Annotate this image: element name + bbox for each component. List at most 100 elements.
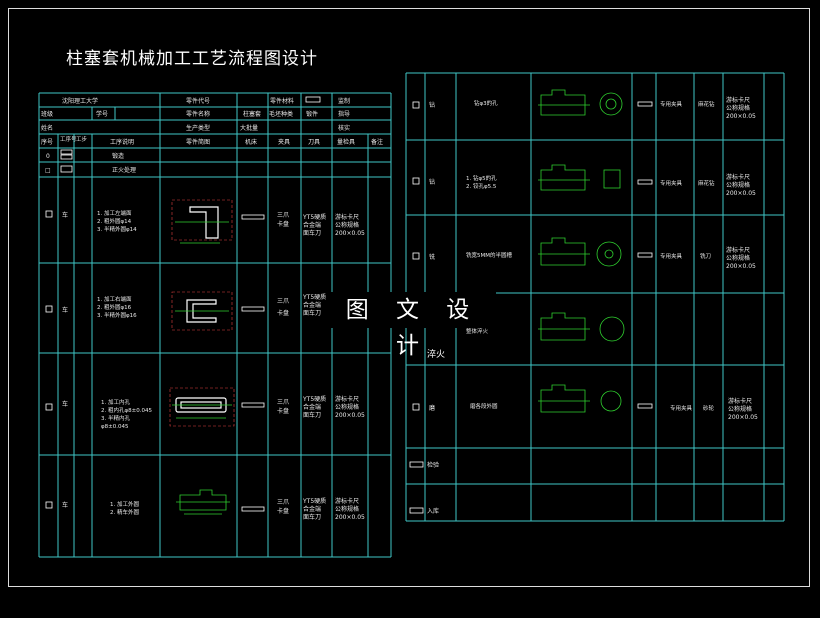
tool-text: YT5硬质 xyxy=(302,293,326,301)
simple-row-desc: 锻造 xyxy=(112,152,124,160)
row-checkbox xyxy=(409,507,424,514)
tool-text: 面车刀 xyxy=(303,513,321,521)
tool-text: 面车刀 xyxy=(303,229,321,237)
row-checkbox xyxy=(412,403,420,411)
right-fixture: 专用夹具 xyxy=(660,179,683,187)
right-row-desc: 钻φ3的孔 xyxy=(474,99,498,107)
fixture-text: 卡盘 xyxy=(277,309,289,317)
row-step: 3. 半精内孔 xyxy=(101,414,130,422)
right-tool: 麻花钻 xyxy=(698,100,715,108)
tool-text: YT5硬质 xyxy=(302,395,326,403)
right-row-proc: 钻 xyxy=(429,101,435,109)
row-checkbox xyxy=(412,177,420,185)
part-sketch xyxy=(171,199,233,244)
class-label: 班级 xyxy=(41,110,53,118)
gauge-text: 公称规格 xyxy=(335,403,359,411)
blank-type-label: 毛坯种类 xyxy=(269,110,293,118)
tool-text: YT5硬质 xyxy=(302,213,326,221)
row-step: 2. 粗内孔φ8±0.045 xyxy=(101,406,152,414)
tool-text: 合金端 xyxy=(303,505,321,513)
fixture-text: 卡盘 xyxy=(277,220,289,228)
right-gauge: 游标卡尺 xyxy=(728,397,752,405)
right-row-desc: 磨各段外圆 xyxy=(470,402,498,410)
right-gauge: 公称规格 xyxy=(726,254,750,262)
step-box xyxy=(60,154,73,160)
guide-label: 指导 xyxy=(338,110,350,118)
col-desc: 工序说明 xyxy=(110,138,134,146)
part-sketch xyxy=(538,164,621,191)
student-no-label: 学号 xyxy=(96,110,108,118)
right-tool: 麻花钻 xyxy=(698,179,715,187)
right-row-desc: 整体淬火 xyxy=(466,327,489,335)
col-tool: 刀具 xyxy=(308,139,320,146)
right-row-proc: 磨 xyxy=(429,404,435,412)
gauge-text: 公称规格 xyxy=(335,221,359,229)
part-sketch xyxy=(169,387,235,427)
right-gauge: 公称规格 xyxy=(726,181,750,189)
row-step: 2. 粗外圆φ16 xyxy=(97,303,132,311)
part-code-label: 零件代号 xyxy=(186,97,210,105)
right-row-proc: 入库 xyxy=(427,507,439,515)
name-label: 姓名 xyxy=(41,124,53,132)
right-tool: 砂轮 xyxy=(703,404,715,412)
row-proc: 车 xyxy=(62,211,68,219)
right-row-proc: 钻 xyxy=(429,178,435,186)
right-tool: 铣刀 xyxy=(700,252,711,260)
row-step: 1. 加工左端面 xyxy=(97,209,132,217)
review-label: 核实 xyxy=(338,124,350,132)
material-box xyxy=(305,96,321,103)
right-gauge: 200×0.05 xyxy=(726,263,756,270)
col-no: 序号 xyxy=(41,138,53,146)
row-proc: 车 xyxy=(62,306,68,314)
machine-box xyxy=(241,306,265,312)
tool-text: 合金端 xyxy=(303,403,321,411)
machine-box xyxy=(637,252,653,258)
right-gauge: 200×0.05 xyxy=(728,414,758,421)
col-sketch: 零件简图 xyxy=(186,138,210,146)
row-step: 2. 粗外圆φ14 xyxy=(97,217,132,225)
tool-text: 合金端 xyxy=(303,221,321,229)
gauge-text: 200×0.05 xyxy=(335,412,365,419)
row-step: 2. 精车外圆 xyxy=(110,508,139,516)
part-sketch xyxy=(538,237,622,267)
fixture-text: 卡盘 xyxy=(277,507,289,515)
watermark-overlay: 图 文 设 计 xyxy=(329,292,496,359)
blank-type-value: 锻件 xyxy=(306,110,318,118)
machine-box xyxy=(637,179,653,185)
production-type-label: 生产类型 xyxy=(186,124,210,132)
right-table-grid xyxy=(405,72,785,522)
machine-box xyxy=(241,214,265,220)
part-name-label: 零件名称 xyxy=(186,110,210,118)
row-checkbox xyxy=(412,252,420,260)
part-material-label: 零件材料 xyxy=(270,97,294,105)
tool-text: 合金端 xyxy=(303,301,321,309)
production-type-value: 大批量 xyxy=(240,124,258,132)
fixture-text: 三爪 xyxy=(277,399,289,406)
row-step: 3. 半精外圆φ14 xyxy=(97,225,137,233)
col-remark: 备注 xyxy=(371,138,383,146)
part-name-value: 柱塞套 xyxy=(243,110,261,118)
row-step: 1. 加工内孔 xyxy=(101,398,130,406)
right-row-proc: 淬火 xyxy=(427,348,445,360)
simple-row-no: □ xyxy=(45,167,51,174)
fixture-text: 三爪 xyxy=(277,298,289,305)
right-fixture: 专用夹具 xyxy=(660,100,683,108)
row-checkbox xyxy=(45,403,53,411)
right-row-desc: 铣宽5MM的半圆槽 xyxy=(466,251,512,259)
part-sketch xyxy=(176,489,230,515)
right-fixture: 专用夹具 xyxy=(670,404,693,412)
row-checkbox xyxy=(412,101,420,109)
col-machine: 机床 xyxy=(245,138,257,146)
right-gauge: 公称规格 xyxy=(726,104,750,112)
fixture-text: 三爪 xyxy=(277,499,289,506)
fixture-text: 卡盘 xyxy=(277,407,289,415)
page-title: 柱塞套机械加工工艺流程图设计 xyxy=(66,49,318,69)
row-checkbox xyxy=(45,210,53,218)
right-gauge: 游标卡尺 xyxy=(726,96,750,104)
machine-box xyxy=(241,402,265,408)
tool-text: 面车刀 xyxy=(303,411,321,419)
right-gauge: 200×0.05 xyxy=(726,190,756,197)
tool-text: YT5硬质 xyxy=(302,497,326,505)
col-step-no: 工步 xyxy=(76,136,88,143)
step-box xyxy=(60,165,73,173)
